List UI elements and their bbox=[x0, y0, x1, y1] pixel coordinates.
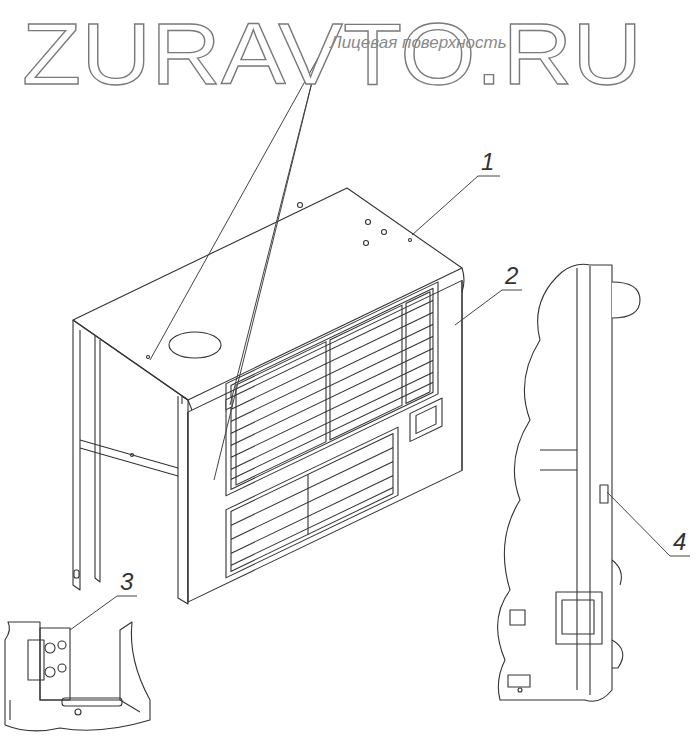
watermark: ZURAVTO.RU bbox=[22, 10, 642, 98]
callout-number: 3 bbox=[120, 570, 133, 594]
callout-number: 2 bbox=[505, 264, 518, 288]
surface-note: Лицевая поверхность bbox=[330, 34, 507, 51]
leader-lines bbox=[70, 58, 690, 630]
callout-number: 4 bbox=[673, 530, 686, 554]
callout-number: 1 bbox=[481, 150, 494, 174]
